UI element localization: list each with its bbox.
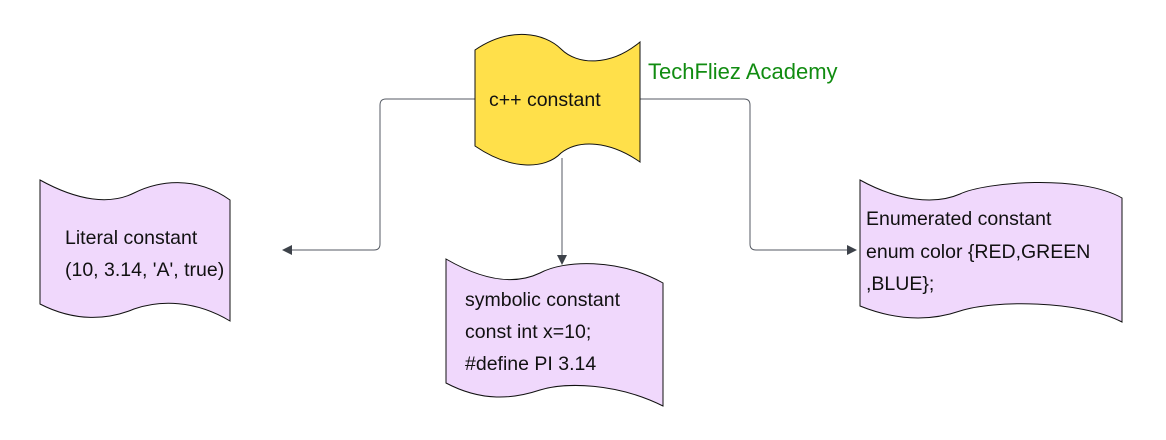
root-node-label: c++ constant <box>489 89 601 111</box>
edges <box>282 98 857 265</box>
enumerated-node[interactable]: Enumerated constant enum color {RED,GREE… <box>859 179 1123 323</box>
enumerated-line-2: enum color {RED,GREEN <box>866 241 1090 263</box>
symbolic-line-3: #define PI 3.14 <box>465 353 596 375</box>
root-node[interactable]: c++ constant <box>474 33 641 166</box>
literal-node[interactable]: Literal constant (10, 3.14, 'A', true) <box>39 179 231 322</box>
root-node-shape <box>474 33 641 166</box>
enumerated-line-1: Enumerated constant <box>866 208 1052 230</box>
brand-label: TechFliez Academy <box>648 59 838 84</box>
edge-root-to-literal <box>282 98 475 255</box>
enumerated-node-shape <box>859 179 1123 323</box>
literal-line-1: Literal constant <box>65 227 198 249</box>
symbolic-line-1: symbolic constant <box>465 289 621 311</box>
enumerated-line-3: ,BLUE}; <box>866 273 934 295</box>
symbolic-node[interactable]: symbolic constant const int x=10; #defin… <box>445 258 664 407</box>
symbolic-node-shape <box>445 258 664 407</box>
symbolic-line-2: const int x=10; <box>465 321 591 343</box>
edge-root-to-enumerated <box>640 98 857 255</box>
literal-line-2: (10, 3.14, 'A', true) <box>65 259 224 281</box>
literal-node-shape <box>39 179 231 322</box>
